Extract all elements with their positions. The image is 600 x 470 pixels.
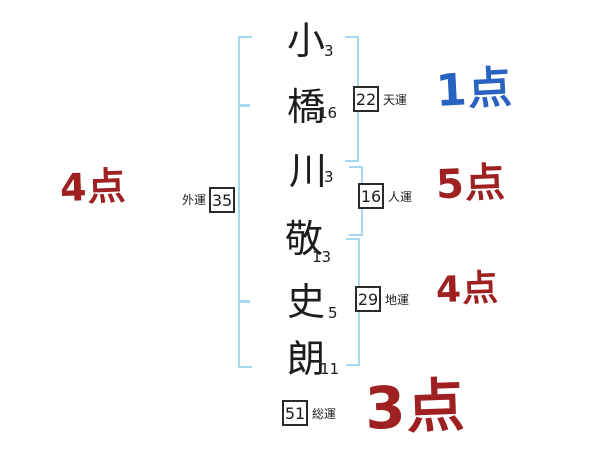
chiun-score: 4点: [435, 267, 500, 312]
jinun-value-box: 16: [358, 183, 384, 209]
name-char-1: 小: [287, 19, 326, 63]
chiun-value-box: 29: [355, 286, 381, 312]
name-char-2: 橋: [287, 85, 326, 129]
stroke-count-3: 3: [324, 168, 334, 186]
stroke-count-5: 5: [328, 304, 338, 322]
stroke-count-6: 11: [320, 360, 340, 378]
name-char-4: 敬: [285, 217, 324, 261]
gaiun-score: 4点: [59, 163, 128, 211]
stroke-count-4: 13: [312, 248, 332, 266]
jinun-label: 人運: [388, 190, 413, 204]
tenun-score: 1点: [434, 62, 514, 117]
gaiun-value-box: 35: [209, 187, 235, 213]
gaiun-bracket: [238, 36, 252, 368]
stroke-count-1: 3: [324, 42, 334, 60]
name-char-3: 川: [289, 149, 328, 193]
tenun-value-box: 22: [353, 86, 379, 112]
gaiun-label: 外運: [182, 193, 207, 207]
souun-label: 総運: [312, 407, 337, 421]
chiun-label: 地運: [385, 293, 410, 307]
tenun-label: 天運: [383, 93, 408, 107]
gaiun-bracket-tick-2: [238, 300, 250, 303]
jinun-score: 5点: [435, 159, 507, 209]
souun-value-box: 51: [282, 400, 308, 426]
stroke-count-2: 16: [318, 104, 338, 122]
name-char-6: 朗: [287, 337, 326, 381]
souun-score: 3点: [363, 371, 467, 443]
name-char-5: 史: [287, 280, 326, 324]
gaiun-bracket-tick-1: [238, 104, 250, 107]
